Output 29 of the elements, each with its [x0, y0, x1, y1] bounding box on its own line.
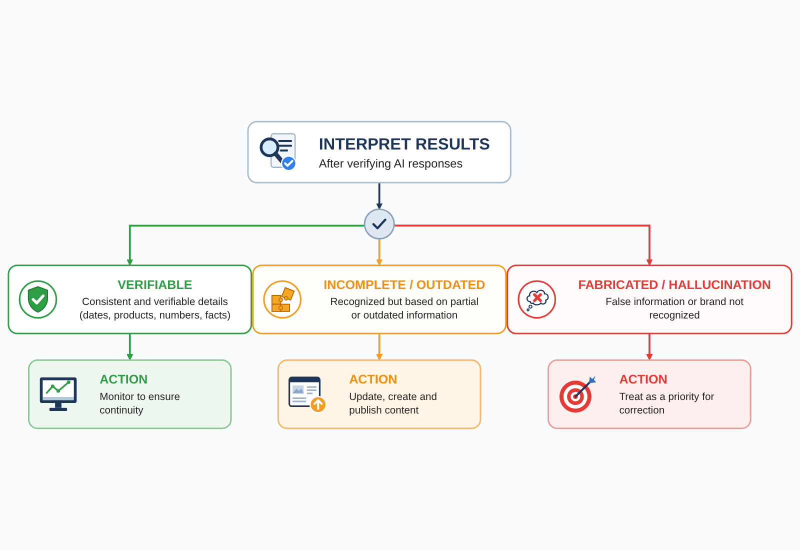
category-card — [8, 264, 252, 334]
decision-circle — [364, 208, 395, 240]
heading-text: INTERPRET RESULTS — [318, 134, 490, 154]
action-card — [277, 359, 482, 430]
arrow — [376, 182, 383, 210]
arrow — [126, 224, 365, 266]
description-text: After verifying AI responses — [318, 156, 463, 172]
action-card — [548, 359, 752, 430]
heading-text: FABRICATED / HALLUCINATION — [578, 278, 771, 292]
action-card — [28, 359, 232, 430]
heading-text: INCOMPLETE / OUTDATED — [324, 278, 486, 292]
arrow — [394, 224, 653, 266]
description-text: Recognized but based on partial or outdated information — [329, 294, 480, 322]
description-text: Update, create and publish content — [349, 389, 438, 418]
description-text: Monitor to ensure continuity — [100, 389, 182, 418]
heading-text: ACTION — [619, 372, 668, 387]
arrow — [376, 332, 383, 360]
process-box — [247, 120, 512, 184]
heading-text: ACTION — [349, 372, 398, 387]
description-text: Consistent and verifiable details (dates, products, numbers, facts) — [79, 294, 231, 322]
heading-text: VERIFIABLE — [118, 278, 192, 292]
arrow — [376, 238, 383, 266]
description-text: Treat as a priority for correction — [619, 389, 716, 418]
category-card — [252, 264, 507, 334]
arrow — [646, 332, 653, 360]
category-card — [506, 264, 792, 334]
description-text: False information or brand not recognized — [604, 294, 744, 322]
arrow — [126, 332, 134, 360]
heading-text: ACTION — [100, 372, 148, 387]
